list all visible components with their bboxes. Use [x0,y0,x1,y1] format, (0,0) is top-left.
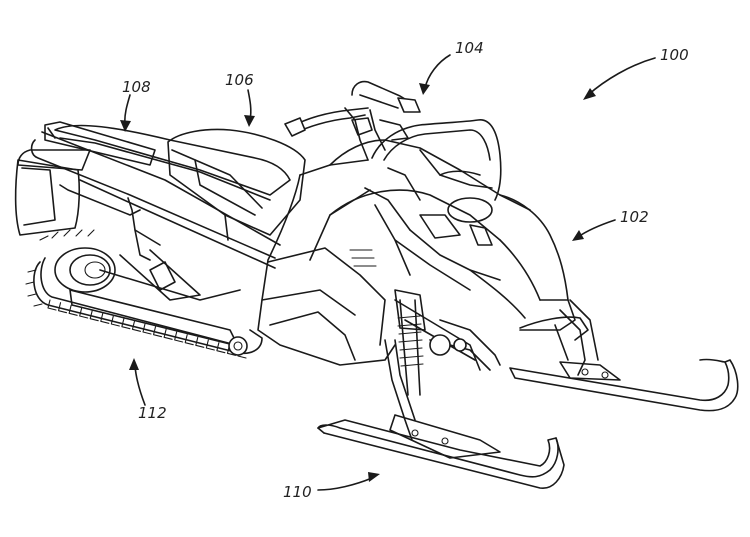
track-lug [205,339,215,351]
track-lug [47,299,57,311]
track-lug [33,303,43,307]
front-suspension [384,299,599,441]
track-lug [110,315,120,327]
track-lug [79,307,89,319]
label-112: 112 [138,404,167,422]
label-104: 104 [455,39,484,57]
label-110: 110 [283,483,312,501]
label-102: 102 [620,208,649,226]
rear-bumper [14,121,156,236]
track-lug [27,269,37,273]
track-lug [121,318,131,330]
track-lug [174,331,184,343]
track-lug [153,326,163,338]
reference-labels: 100 104 106 108 102 112 110 [122,39,689,501]
reference-arrows [120,54,656,491]
seat [54,124,306,241]
handlebars [284,80,421,161]
track-lug [58,302,68,314]
track-lug [27,293,37,297]
label-108: 108 [122,78,151,96]
track-lug [142,323,152,335]
front-ski-right [509,358,739,412]
track-lug [89,310,99,322]
track-lug [131,320,141,332]
hood-body [257,139,576,366]
front-ski-left [317,414,565,489]
track-lug [25,281,35,285]
track-lug [184,334,194,346]
windshield [371,119,502,223]
tunnel-rack [30,131,281,269]
track-lugs [25,269,247,359]
label-106: 106 [225,71,254,89]
rear-track [25,229,263,359]
track-lug [68,304,78,316]
track-lug [100,312,110,324]
track-lug [216,342,226,354]
track-lug [195,336,205,348]
label-100: 100 [660,46,689,64]
track-lug [163,328,173,340]
